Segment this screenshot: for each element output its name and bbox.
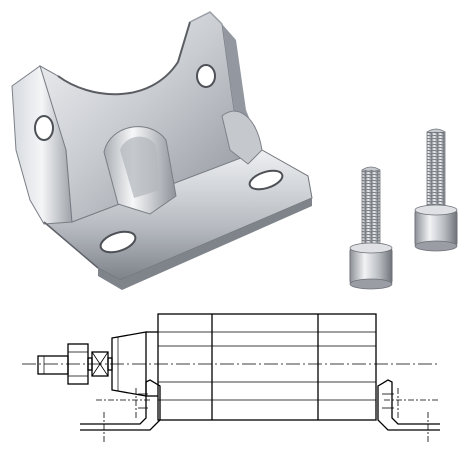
drawing-rod-end — [37, 343, 113, 385]
screws-photo — [349, 128, 458, 290]
drawing-cylinder-body — [146, 313, 377, 421]
drawing-foot-left — [80, 379, 161, 431]
screw-right — [414, 128, 458, 252]
bracket-hole-base-left — [99, 230, 137, 254]
drawing-foot-right — [377, 379, 440, 431]
screw-left — [349, 166, 393, 290]
bracket-hole-base-right — [248, 169, 284, 191]
bracket-hole-upper-left — [34, 115, 54, 141]
drawing-hole-centerlines — [96, 388, 440, 444]
bracket-hole-upper-right — [196, 64, 216, 88]
technical-drawing — [22, 313, 440, 444]
bracket-photo — [11, 11, 313, 290]
